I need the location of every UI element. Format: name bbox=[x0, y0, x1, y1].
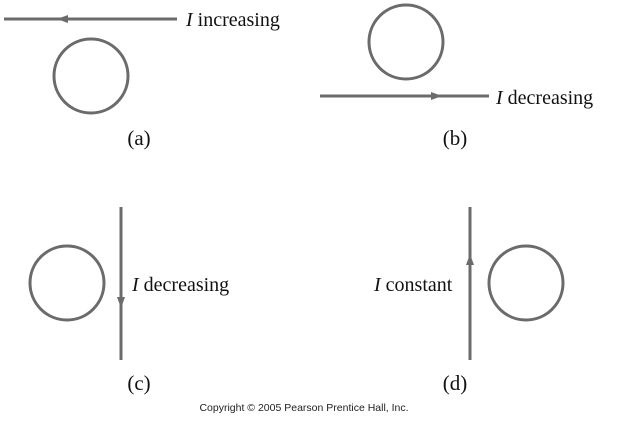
caption-c: (c) bbox=[127, 371, 150, 395]
caption-d: (d) bbox=[443, 371, 468, 395]
panel-b: I decreasing (b) bbox=[320, 3, 593, 150]
caption-b: (b) bbox=[443, 126, 468, 150]
loop-d bbox=[487, 244, 565, 322]
arrow-up-icon bbox=[466, 254, 474, 265]
loop-b bbox=[367, 3, 445, 81]
arrow-right-icon bbox=[431, 92, 442, 100]
panel-a: I increasing (a) bbox=[4, 9, 280, 150]
arrow-left-icon bbox=[57, 15, 68, 23]
loop-c bbox=[28, 244, 106, 322]
arrow-down-icon bbox=[117, 297, 125, 308]
current-label-b: I decreasing bbox=[495, 87, 593, 109]
panel-d: I constant (d) bbox=[373, 207, 565, 395]
panel-c: I decreasing (c) bbox=[28, 207, 229, 395]
current-label-a: I increasing bbox=[185, 9, 280, 31]
loop-a bbox=[52, 37, 130, 115]
copyright-notice: Copyright © 2005 Pearson Prentice Hall, … bbox=[199, 402, 408, 414]
current-label-c: I decreasing bbox=[131, 274, 229, 296]
current-label-d: I constant bbox=[373, 274, 453, 296]
caption-a: (a) bbox=[127, 126, 150, 150]
